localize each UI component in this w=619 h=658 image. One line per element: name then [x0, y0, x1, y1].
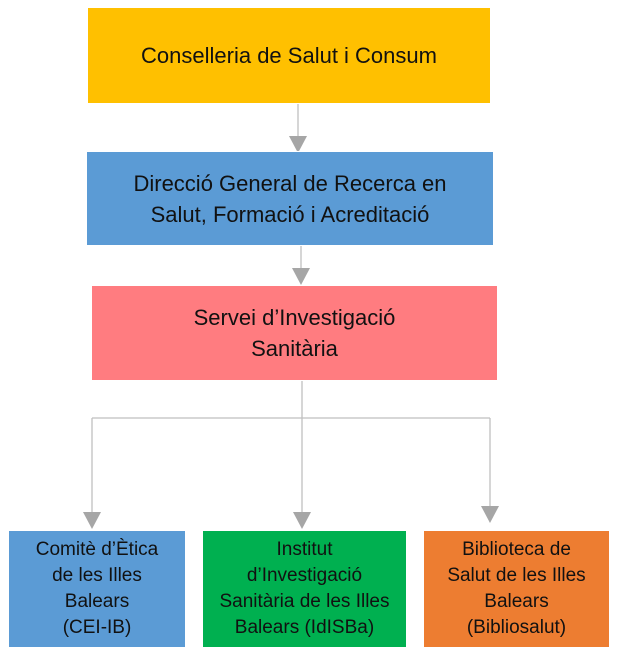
node-biblioteca-bibliosalut: Biblioteca de Salut de les Illes Balears…: [423, 530, 610, 648]
node-servei-investigacio: Servei d’Investigació Sanitària: [91, 285, 498, 381]
arrowhead: [289, 136, 307, 153]
node-label: Institut d’Investigació Sanitària de les…: [219, 539, 390, 638]
node-conselleria: Conselleria de Salut i Consum: [87, 7, 491, 104]
arrowhead: [293, 512, 311, 529]
node-label: Comitè d’Ètica de les Illes Balears (CEI…: [35, 539, 159, 638]
node-label: Direcció General de Recerca en Salut, Fo…: [133, 170, 447, 227]
node-institut-idisba: Institut d’Investigació Sanitària de les…: [202, 530, 407, 648]
arrowhead: [83, 512, 101, 529]
node-direccio-general: Direcció General de Recerca en Salut, Fo…: [86, 151, 494, 246]
arrowhead: [292, 268, 310, 285]
arrowhead: [481, 506, 499, 523]
node-label: Servei d’Investigació Sanitària: [193, 305, 396, 361]
node-comite-etica: Comitè d’Ètica de les Illes Balears (CEI…: [8, 530, 186, 648]
node-label: Biblioteca de Salut de les Illes Balears…: [447, 539, 586, 638]
node-label: Conselleria de Salut i Consum: [141, 42, 437, 68]
